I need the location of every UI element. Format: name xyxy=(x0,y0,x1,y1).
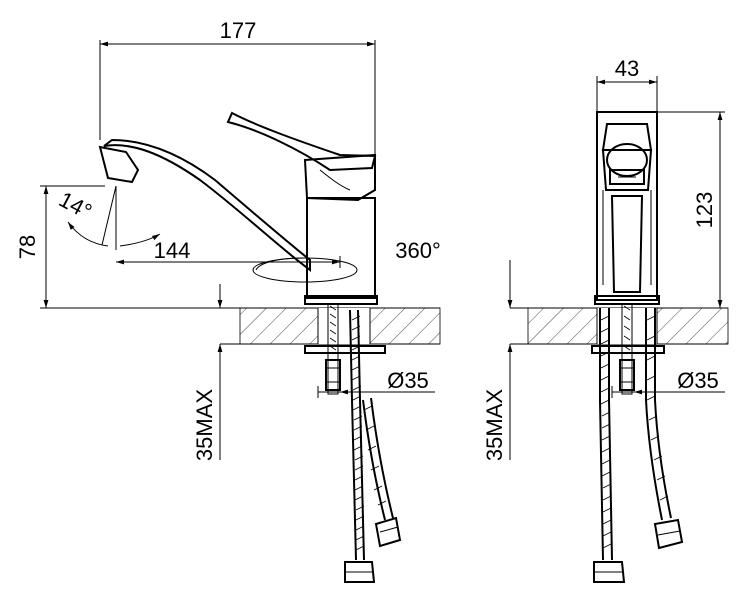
dim-360-label: 360° xyxy=(395,238,441,263)
dim-123-label: 123 xyxy=(692,192,717,229)
dim-height-front: 123 xyxy=(657,111,725,308)
dim-35-label: Ø35 xyxy=(387,368,429,393)
braided-hoses-side xyxy=(344,309,402,583)
dim-width-front: 43 xyxy=(596,56,658,112)
dim-height-side: 78 xyxy=(15,185,220,309)
shank-side xyxy=(304,303,386,395)
front-view: 43 123 Ø35 35MAX xyxy=(482,56,729,583)
side-view: 177 78 14° 144 360° xyxy=(15,18,441,583)
braided-hoses-front xyxy=(593,308,684,583)
dim-43-label: 43 xyxy=(615,56,639,81)
faucet-body-side xyxy=(98,111,378,305)
dim-max-front: 35MAX xyxy=(482,260,513,461)
dim-max-side: 35MAX xyxy=(192,284,240,461)
dim-35max-label: 35MAX xyxy=(192,389,217,461)
dim-angle-side: 14° xyxy=(55,185,161,250)
dim-width-side: 177 xyxy=(99,18,376,155)
faucet-body-front xyxy=(594,111,660,305)
dim-177-label: 177 xyxy=(220,18,257,43)
dim-hole-front: Ø35 xyxy=(611,368,725,398)
dim-hole-side: Ø35 xyxy=(317,368,435,398)
dim-35max-front-label: 35MAX xyxy=(482,389,507,461)
dim-144-label: 144 xyxy=(154,238,191,263)
dim-14-label: 14° xyxy=(55,187,96,225)
shank-front xyxy=(591,303,665,395)
dim-reach-side: 144 xyxy=(116,238,341,268)
dim-35-front-label: Ø35 xyxy=(677,368,719,393)
dim-78-label: 78 xyxy=(15,235,40,259)
